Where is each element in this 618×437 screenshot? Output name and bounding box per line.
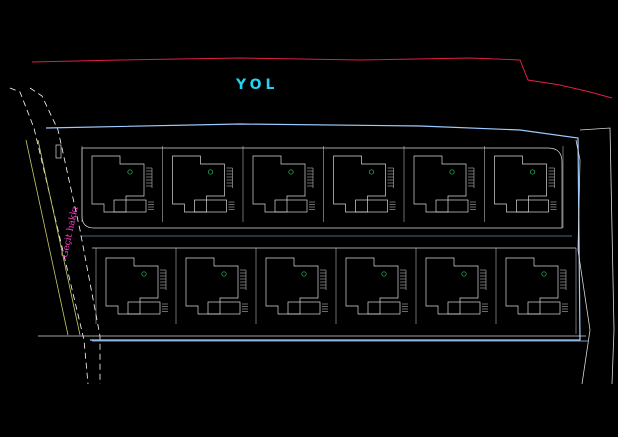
lot-marker: [461, 271, 467, 277]
road-edge-line: [31, 57, 613, 99]
lower-row-lot-5: [415, 248, 488, 324]
garage-outline: [367, 301, 401, 315]
garage-outline: [287, 301, 321, 315]
house-footprint: [252, 155, 306, 213]
house-footprint: [265, 257, 319, 315]
house-footprint: [494, 155, 547, 213]
garage-outline: [435, 199, 469, 213]
garage-outline: [527, 301, 561, 315]
garage-outline: [127, 301, 161, 315]
lower-row-lot-6: [495, 248, 568, 324]
house-footprint: [345, 257, 399, 315]
lower-row-lot-4: [335, 248, 408, 324]
lot-marker: [221, 271, 227, 277]
lot-marker: [288, 169, 294, 175]
house-footprint: [105, 257, 159, 315]
garage-outline: [207, 301, 241, 315]
lot-marker: [529, 169, 536, 175]
lot-marker: [301, 271, 307, 277]
garage-outline: [355, 199, 388, 213]
house-footprint: [425, 257, 479, 315]
lower-row-lot-3: [255, 248, 328, 324]
access-path: [9, 87, 101, 385]
lower-row-lot-1: [95, 248, 168, 324]
easement-label: Geçit hakkı: [60, 206, 81, 259]
lower-row-lots: [95, 248, 577, 334]
upper-row-lot-6: [484, 146, 557, 222]
lot-marker: [127, 169, 133, 175]
house-footprint: [505, 257, 559, 315]
lot-marker: [207, 169, 214, 175]
road-label: YOL: [235, 77, 278, 93]
lot-marker: [381, 271, 387, 277]
upper-row-lots: [81, 146, 564, 228]
house-footprint: [172, 155, 225, 213]
lot-marker: [368, 169, 375, 175]
upper-row-lot-4: [323, 146, 396, 222]
upper-row-lot-3: [242, 146, 315, 222]
garage-outline: [516, 199, 549, 213]
site-boundary: [45, 123, 581, 341]
lower-row-lot-2: [175, 248, 248, 324]
garage-outline: [194, 199, 227, 213]
upper-row-lot-2: [162, 146, 235, 222]
lot-marker: [141, 271, 147, 277]
house-footprint: [413, 155, 467, 213]
house-footprint: [185, 257, 239, 315]
garage-outline: [274, 199, 308, 213]
right-edge: [575, 127, 615, 385]
lot-marker: [449, 169, 455, 175]
garage-outline: [113, 199, 147, 213]
house-footprint: [333, 155, 386, 213]
upper-row-lot-1: [81, 146, 154, 222]
garage-outline: [447, 301, 481, 315]
upper-block-outline: [81, 147, 563, 229]
house-footprint: [91, 155, 145, 213]
upper-row-lot-5: [403, 146, 476, 222]
lot-marker: [541, 271, 547, 277]
